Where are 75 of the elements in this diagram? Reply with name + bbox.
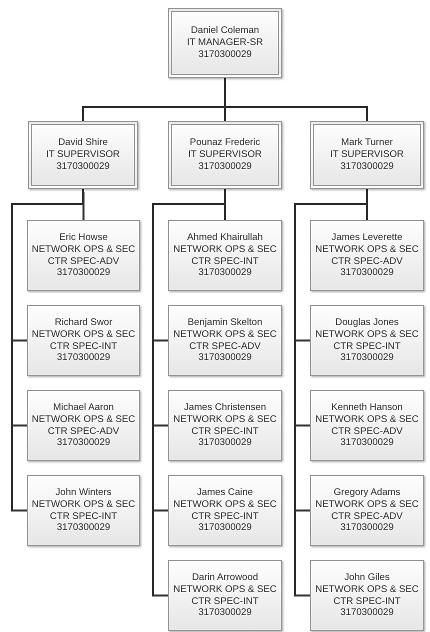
job-title: NETWORK OPS & SEC CTR SPEC-ADV (314, 498, 420, 522)
job-title: NETWORK OPS & SEC CTR SPEC-INT (314, 328, 420, 352)
employee-number: 3170300029 (198, 267, 252, 279)
job-title: IT MANAGER-SR (186, 37, 264, 49)
job-title: NETWORK OPS & SEC CTR SPEC-INT (30, 498, 136, 522)
org-chart-box (27, 475, 140, 546)
person-name: Eric Howse (59, 232, 108, 244)
org-chart-box (168, 390, 282, 461)
job-title: NETWORK OPS & SEC CTR SPEC-ADV (314, 244, 420, 268)
employee-number: 3170300029 (56, 522, 110, 534)
person-name: Ahmed Khairullah (187, 232, 263, 244)
person-name: John Winters (56, 487, 112, 499)
employee-number: 3170300029 (56, 267, 110, 279)
person-name: James Christensen (184, 402, 266, 414)
employee-number: 3170300029 (198, 48, 252, 61)
job-title: NETWORK OPS & SEC CTR SPEC-INT (172, 244, 278, 268)
person-name: James Leverette (332, 232, 402, 244)
job-title: IT SUPERVISOR (46, 149, 120, 161)
org-chart-box (28, 121, 138, 189)
person-name: John Giles (344, 572, 390, 584)
job-title: NETWORK OPS & SEC CTR SPEC-INT (30, 328, 136, 352)
employee-number: 3170300029 (340, 522, 394, 534)
org-chart-box (27, 305, 140, 376)
employee-number: 3170300029 (340, 437, 394, 449)
job-title: NETWORK OPS & SEC CTR SPEC-ADV (314, 414, 420, 438)
job-title: NETWORK OPS & SEC CTR SPEC-INT (172, 498, 278, 522)
org-chart-box (310, 121, 424, 189)
connector-line (82, 189, 84, 220)
person-name: Gregory Adams (334, 487, 400, 499)
employee-number: 3170300029 (198, 522, 252, 534)
org-chart-box (168, 220, 282, 291)
employee-number: 3170300029 (198, 160, 252, 173)
org-chart-box (168, 121, 282, 189)
person-name: Michael Aaron (53, 402, 114, 414)
employee-number: 3170300029 (198, 607, 252, 619)
job-title: NETWORK OPS & SEC CTR SPEC-INT (314, 584, 420, 608)
org-chart-box (310, 220, 424, 291)
connector-line (11, 189, 84, 512)
org-chart-box (310, 560, 424, 631)
employee-number: 3170300029 (56, 160, 110, 173)
org-chart-box (168, 560, 282, 631)
connector-line (224, 78, 368, 121)
job-title: IT SUPERVISOR (188, 149, 262, 161)
org-chart-box (27, 390, 140, 461)
person-name: Darin Arrowood (192, 572, 258, 584)
person-name: James Caine (197, 487, 253, 499)
employee-number: 3170300029 (340, 607, 394, 619)
person-name: Mark Turner (341, 137, 393, 150)
job-title: IT SUPERVISOR (330, 149, 404, 161)
org-chart-box (27, 220, 140, 291)
employee-number: 3170300029 (56, 352, 110, 364)
org-chart-box (168, 305, 282, 376)
employee-number: 3170300029 (340, 160, 394, 173)
employee-number: 3170300029 (340, 267, 394, 279)
person-name: Richard Swor (54, 317, 112, 329)
person-name: Pounaz Frederic (190, 137, 260, 150)
org-chart-box (168, 8, 282, 78)
org-chart-box (310, 475, 424, 546)
org-chart-box (168, 475, 282, 546)
job-title: NETWORK OPS & SEC CTR SPEC-ADV (30, 244, 136, 268)
person-name: Benjamin Skelton (188, 317, 262, 329)
employee-number: 3170300029 (198, 352, 252, 364)
job-title: NETWORK OPS & SEC CTR SPEC-ADV (172, 328, 278, 352)
org-chart-box (310, 305, 424, 376)
person-name: David Shire (58, 137, 108, 150)
job-title: NETWORK OPS & SEC CTR SPEC-INT (172, 414, 278, 438)
employee-number: 3170300029 (198, 437, 252, 449)
person-name: Douglas Jones (335, 317, 399, 329)
employee-number: 3170300029 (340, 352, 394, 364)
job-title: NETWORK OPS & SEC CTR SPEC-ADV (30, 414, 136, 438)
employee-number: 3170300029 (56, 437, 110, 449)
job-title: NETWORK OPS & SEC CTR SPEC-INT (172, 584, 278, 608)
org-chart-box (310, 390, 424, 461)
person-name: Kenneth Hanson (331, 402, 403, 414)
person-name: Daniel Coleman (190, 25, 260, 38)
